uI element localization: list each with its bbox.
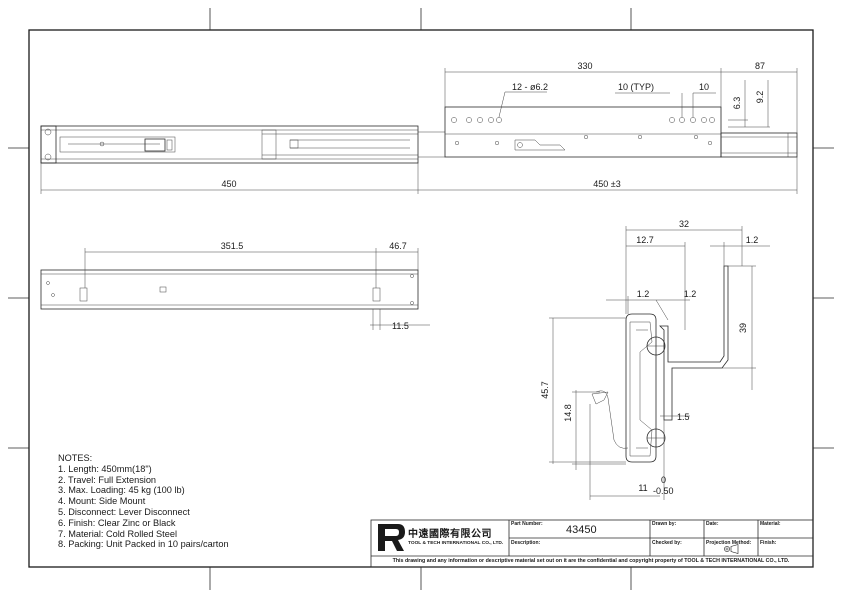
dim-330: 330 bbox=[577, 61, 592, 71]
dim-450: 450 bbox=[221, 179, 236, 189]
company-name-en: TOOL & TECH INTERNATIONAL CO., LTD. bbox=[408, 541, 504, 546]
dim-14-8: 14.8 bbox=[563, 404, 573, 422]
slide-closed-view bbox=[40, 125, 419, 164]
note-item: 4. Mount: Side Mount bbox=[58, 496, 146, 507]
material-label: Material: bbox=[760, 521, 781, 527]
dim-11: 11 bbox=[638, 483, 647, 493]
note-item: 5. Disconnect: Lever Disconnect bbox=[58, 506, 190, 517]
drawn-by-label: Drawn by: bbox=[652, 521, 677, 527]
notes-block: NOTES: 1. Length: 450mm(18") 2. Travel: … bbox=[58, 453, 229, 550]
dim-tol-down: -0.50 bbox=[653, 486, 674, 496]
side-dimension-lines bbox=[84, 248, 430, 330]
slide-extended-view bbox=[418, 106, 798, 158]
slide-side-view bbox=[40, 269, 419, 310]
dim-6-3: 6.3 bbox=[732, 97, 742, 110]
note-item: 2. Travel: Full Extension bbox=[58, 474, 157, 485]
slide-cross-section bbox=[591, 265, 729, 463]
note-item: 1. Length: 450mm(18") bbox=[58, 463, 152, 474]
finish-label: Finish: bbox=[760, 540, 777, 546]
dim-10: 10 bbox=[699, 82, 709, 92]
checked-by-label: Checked by: bbox=[652, 540, 682, 546]
mounting-holes bbox=[451, 117, 715, 146]
dim-46-7: 46.7 bbox=[389, 241, 407, 251]
projection-label: Projection Method: bbox=[706, 540, 752, 546]
title-block bbox=[370, 519, 814, 568]
note-item: 6. Finish: Clear Zinc or Black bbox=[58, 517, 176, 528]
dim-351-5: 351.5 bbox=[221, 241, 244, 251]
dim-39: 39 bbox=[738, 323, 748, 333]
dim-12-7: 12.7 bbox=[636, 235, 654, 245]
note-item: 3. Max. Loading: 45 kg (100 lb) bbox=[58, 485, 185, 496]
copyright-disclaimer: This drawing and any information or desc… bbox=[392, 558, 790, 564]
dim-1-5: 1.5 bbox=[677, 412, 690, 422]
dim-11-5: 11.5 bbox=[392, 321, 409, 331]
dim-1-2-top: 1.2 bbox=[746, 235, 759, 245]
note-item: 8. Packing: Unit Packed in 10 pairs/cart… bbox=[58, 539, 229, 550]
dim-32: 32 bbox=[679, 219, 689, 229]
notes-title: NOTES: bbox=[58, 453, 93, 463]
dim-1-2-ball: 1.2 bbox=[684, 289, 697, 299]
dim-87: 87 bbox=[755, 61, 765, 71]
dim-45-7: 45.7 bbox=[540, 381, 550, 399]
center-marks bbox=[8, 8, 834, 590]
part-number-label: Part Number: bbox=[511, 521, 543, 527]
dim-pitch: 10 (TYP) bbox=[618, 82, 654, 92]
dim-travel: 450 ±3 bbox=[593, 179, 620, 189]
top-dimension-lines bbox=[40, 68, 798, 194]
dim-holes: 12 - ø6.2 bbox=[512, 82, 548, 92]
company-logo-icon bbox=[378, 524, 405, 551]
dim-1-2-left: 1.2 bbox=[637, 289, 650, 299]
date-label: Date: bbox=[706, 521, 719, 527]
section-dimension-lines bbox=[549, 226, 770, 500]
description-label: Description: bbox=[511, 540, 541, 546]
note-item: 7. Material: Cold Rolled Steel bbox=[58, 528, 177, 539]
projection-symbol-icon bbox=[724, 544, 739, 554]
dim-9-2: 9.2 bbox=[755, 91, 765, 104]
part-number-value: 43450 bbox=[566, 524, 597, 536]
company-name-cn: 中遠國際有限公司 bbox=[408, 529, 492, 540]
dim-tol-up: 0 bbox=[661, 475, 666, 485]
